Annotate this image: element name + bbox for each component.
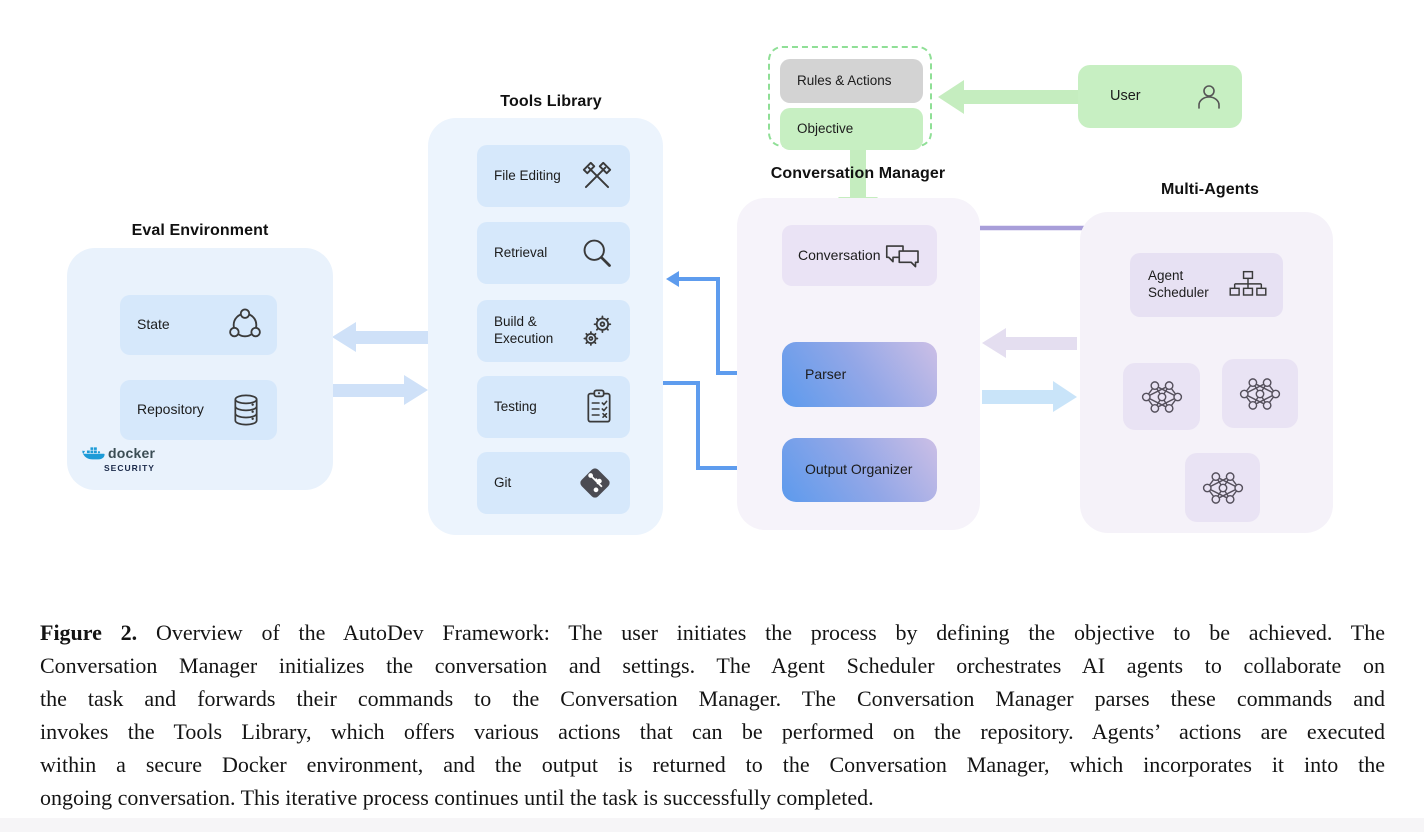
docker-logo: docker SECURITY	[82, 444, 192, 473]
caption-line: Figure 2. Overview of the AutoDev Framew…	[40, 616, 1385, 649]
git-label: Git	[494, 474, 512, 490]
user-icon	[1198, 84, 1220, 109]
rules-actions-label: Rules & Actions	[797, 72, 892, 88]
retrieval-label: Retrieval	[494, 244, 548, 260]
conversation-manager-title: Conversation Manager	[770, 165, 946, 182]
testing-box: Testing	[477, 376, 630, 438]
neural-network-icon	[1239, 377, 1281, 410]
rules-actions-box: Rules & Actions	[780, 59, 923, 103]
docker-name-label: docker	[108, 445, 156, 461]
conversation-manager-panel: Conversation Parser Output Organizer	[737, 198, 980, 530]
user-to-objective-arrow	[938, 80, 1078, 114]
agents-to-cm-arrow	[982, 328, 1077, 358]
file-editing-box: File Editing	[477, 145, 630, 207]
clipboard-checklist-icon	[587, 389, 611, 423]
caption-line: invokes the Tools Library, which offers …	[40, 719, 1385, 744]
agent-scheduler-label: Agent Scheduler	[1148, 268, 1209, 300]
build-execution-label: Build & Execution	[494, 314, 554, 346]
chat-bubbles-icon	[885, 244, 919, 267]
file-editing-label: File Editing	[494, 167, 561, 183]
tools-to-eval-arrow	[332, 322, 428, 352]
caption-text: Overview of the AutoDev Framework: The u…	[137, 620, 1385, 645]
caption-line: the task and forwards their commands to …	[40, 686, 1385, 711]
agent-scheduler-box: Agent Scheduler	[1130, 253, 1283, 317]
eval-environment-panel: State Repository	[67, 248, 333, 490]
state-cycle-icon	[229, 308, 261, 338]
org-chart-icon	[1229, 270, 1267, 296]
parser-label: Parser	[805, 365, 847, 382]
page-bottom-strip	[0, 818, 1424, 832]
gears-icon	[583, 315, 612, 346]
conversation-label: Conversation	[798, 246, 881, 263]
figure-number-label: Figure 2.	[40, 620, 138, 645]
output-organizer-label: Output Organizer	[805, 461, 913, 478]
agent-box-1	[1123, 363, 1200, 430]
repository-label: Repository	[137, 401, 204, 418]
docker-whale-icon	[82, 447, 105, 460]
user-box: User	[1078, 65, 1242, 128]
caption-line: within a secure Docker environment, and …	[40, 752, 1385, 777]
retrieval-box: Retrieval	[477, 222, 630, 284]
neural-network-icon	[1202, 471, 1243, 504]
state-box: State	[120, 295, 277, 355]
conversation-box: Conversation	[782, 225, 937, 286]
output-organizer-box: Output Organizer	[782, 438, 937, 502]
eval-environment-title: Eval Environment	[131, 222, 269, 239]
build-execution-box: Build & Execution	[477, 300, 630, 362]
agent-box-3	[1185, 453, 1260, 522]
neural-network-icon	[1141, 380, 1182, 413]
repository-box: Repository	[120, 380, 277, 440]
database-icon	[234, 394, 258, 426]
multi-agents-panel: Agent Scheduler	[1080, 212, 1333, 533]
parser-box: Parser	[782, 342, 937, 407]
caption-line: ongoing conversation. This iterative pro…	[40, 785, 874, 810]
figure-caption: Figure 2. Overview of the AutoDev Framew…	[40, 616, 1385, 814]
caption-line: Conversation Manager initializes the con…	[40, 653, 1385, 678]
user-label: User	[1110, 88, 1141, 105]
objective-label: Objective	[797, 120, 854, 136]
user-input-group: Rules & Actions Objective	[768, 46, 932, 150]
tools-library-panel: File Editing Retrieval Build & Execution	[428, 118, 663, 535]
agent-box-2	[1222, 359, 1298, 428]
testing-label: Testing	[494, 398, 537, 414]
multi-agents-title: Multi-Agents	[1160, 181, 1260, 198]
git-icon	[580, 468, 610, 498]
cm-to-agents-arrow	[982, 381, 1077, 412]
tools-library-title: Tools Library	[500, 93, 602, 110]
magnifier-icon	[583, 239, 611, 267]
git-box: Git	[477, 452, 630, 514]
state-label: State	[137, 316, 170, 333]
docker-security-label: SECURITY	[104, 463, 155, 473]
objective-box: Objective	[780, 108, 923, 150]
eval-to-tools-arrow	[332, 375, 428, 405]
hammers-icon	[582, 161, 612, 189]
